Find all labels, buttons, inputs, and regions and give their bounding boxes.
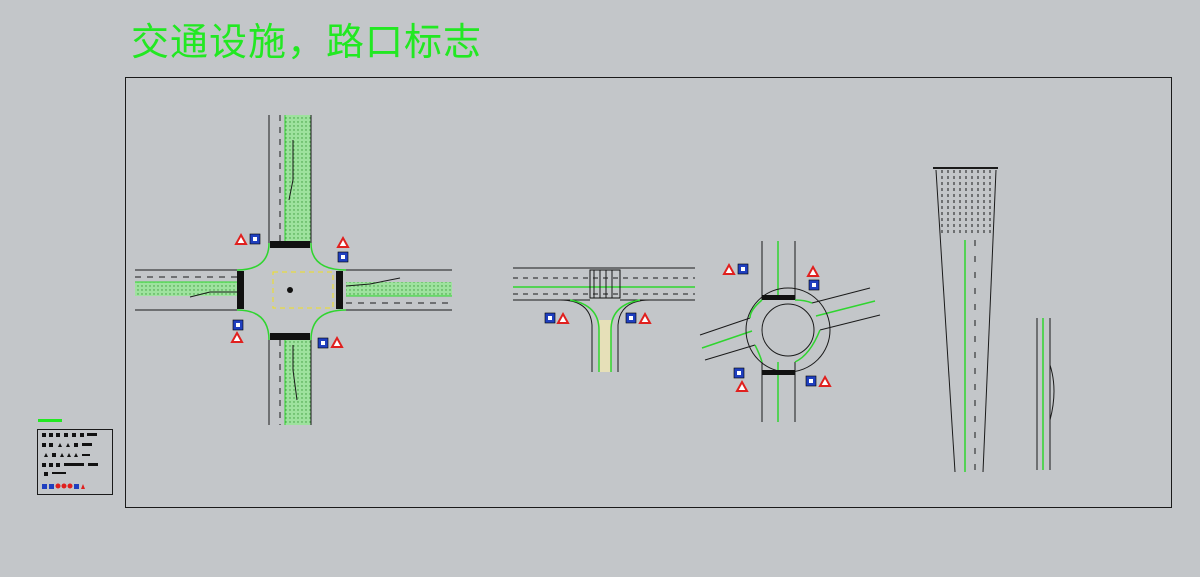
- guide-sign-icon: [317, 337, 329, 349]
- lane-detail-plan: [1036, 318, 1055, 470]
- crossroad-plan: [135, 115, 452, 425]
- warning-sign-icon: [231, 332, 243, 343]
- warning-sign-icon: [639, 313, 651, 324]
- guide-sign-icon: [625, 312, 637, 324]
- warning-sign-icon: [819, 376, 831, 387]
- warning-sign-icon: [331, 337, 343, 348]
- warning-sign-icon: [235, 234, 247, 245]
- guide-sign-icon: [733, 367, 745, 379]
- guide-sign-icon: [805, 375, 817, 387]
- drawing-frame: [125, 77, 1172, 508]
- legend-symbols: [42, 433, 98, 489]
- warning-sign-icon: [736, 381, 748, 392]
- guide-sign-icon: [737, 263, 749, 275]
- warning-sign-icon: [337, 237, 349, 248]
- page-title: 交通设施，路口标志: [131, 20, 483, 64]
- warning-sign-icon: [557, 313, 569, 324]
- warning-sign-icon: [723, 264, 735, 275]
- legend-box: [37, 429, 113, 495]
- lane-taper-plan: [933, 167, 998, 473]
- guide-sign-icon: [249, 233, 261, 245]
- roundabout-plan: [699, 241, 881, 422]
- guide-sign-icon: [337, 251, 349, 263]
- guide-sign-icon: [544, 312, 556, 324]
- legend-title-mark: [38, 419, 62, 422]
- guide-sign-icon: [808, 279, 820, 291]
- warning-sign-icon: [807, 266, 819, 277]
- guide-sign-icon: [232, 319, 244, 331]
- t-junction-plan: [513, 267, 695, 372]
